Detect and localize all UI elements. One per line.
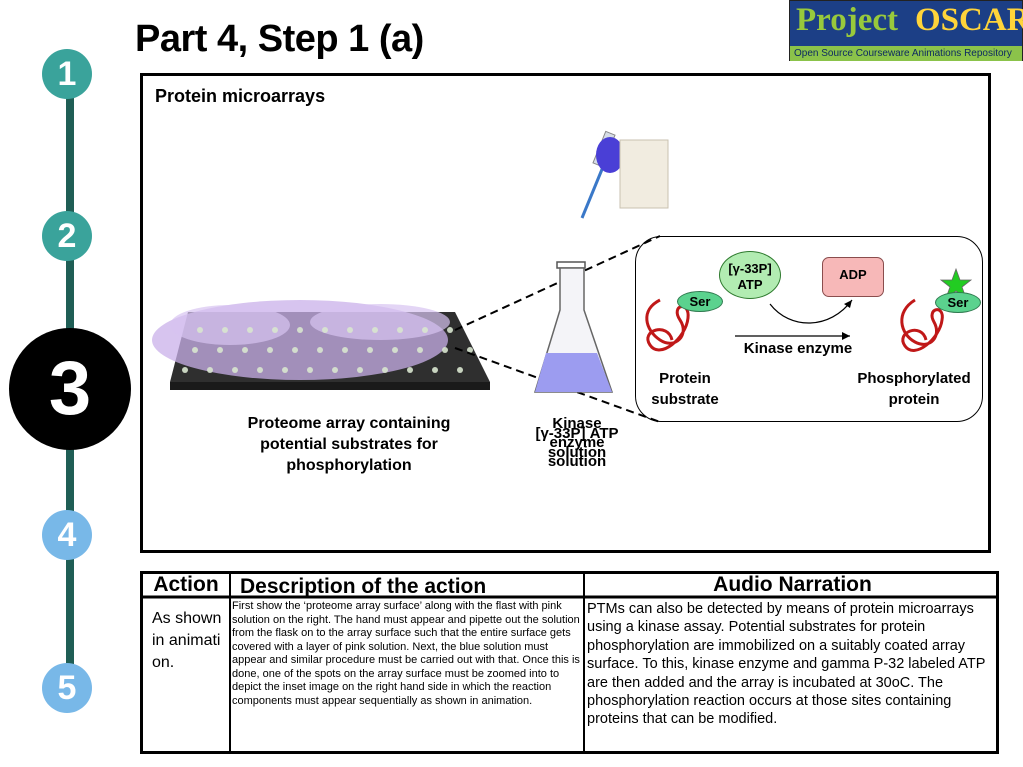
ser-right-badge: Ser (935, 292, 981, 313)
phosphorylated-protein-label: Phosphorylated protein (857, 370, 971, 408)
reaction-inset (635, 236, 983, 422)
step-1-button[interactable]: 1 (42, 49, 92, 99)
step-5-button[interactable]: 5 (42, 663, 92, 713)
step-3-button[interactable]: 3 (9, 328, 131, 450)
audio-header: Audio Narration (713, 573, 872, 596)
protein-array-slide (152, 300, 490, 390)
panel-title: Protein microarrays (155, 86, 326, 106)
step-2-button[interactable]: 2 (42, 211, 92, 261)
description-cell: First show the ‘proteome array surface’ … (232, 600, 580, 707)
adp-box: ADP (822, 257, 884, 297)
description-header: Description of the action (240, 575, 487, 598)
table-grid (140, 571, 999, 754)
kinase-enzyme-label: Kinase enzyme (743, 340, 853, 357)
atp-solution-label: [γ-33P] ATP solution (535, 425, 619, 461)
atp-line2: ATP (737, 277, 763, 292)
logo-word-oscar: OSCAR (915, 2, 1023, 38)
kinase-solution-label: Kinase enzyme solution (547, 415, 607, 470)
animation-panel (140, 73, 991, 553)
page-title: Part 4, Step 1 (a) (135, 18, 424, 60)
action-cell: As shown in animation. (152, 610, 222, 671)
array-label: Proteome array containing potential subs… (247, 415, 451, 474)
logo-word-project: Project (796, 2, 898, 38)
protein-substrate-label: Protein substrate (651, 370, 719, 408)
atp-bubble: [γ-33P] ATP (719, 251, 781, 299)
audio-cell: PTMs can also be detected by means of pr… (587, 601, 986, 728)
project-oscar-logo: Project OSCAR Open Source Courseware Ani… (789, 0, 1023, 61)
ser-left-badge: Ser (677, 291, 723, 312)
atp-line1: [γ-33P] (728, 261, 772, 276)
flask (533, 261, 614, 393)
action-header: Action (153, 573, 219, 596)
logo-tagline: Open Source Courseware Animations Reposi… (790, 46, 1022, 61)
step-4-button[interactable]: 4 (42, 510, 92, 560)
pipette-hand (580, 130, 669, 219)
